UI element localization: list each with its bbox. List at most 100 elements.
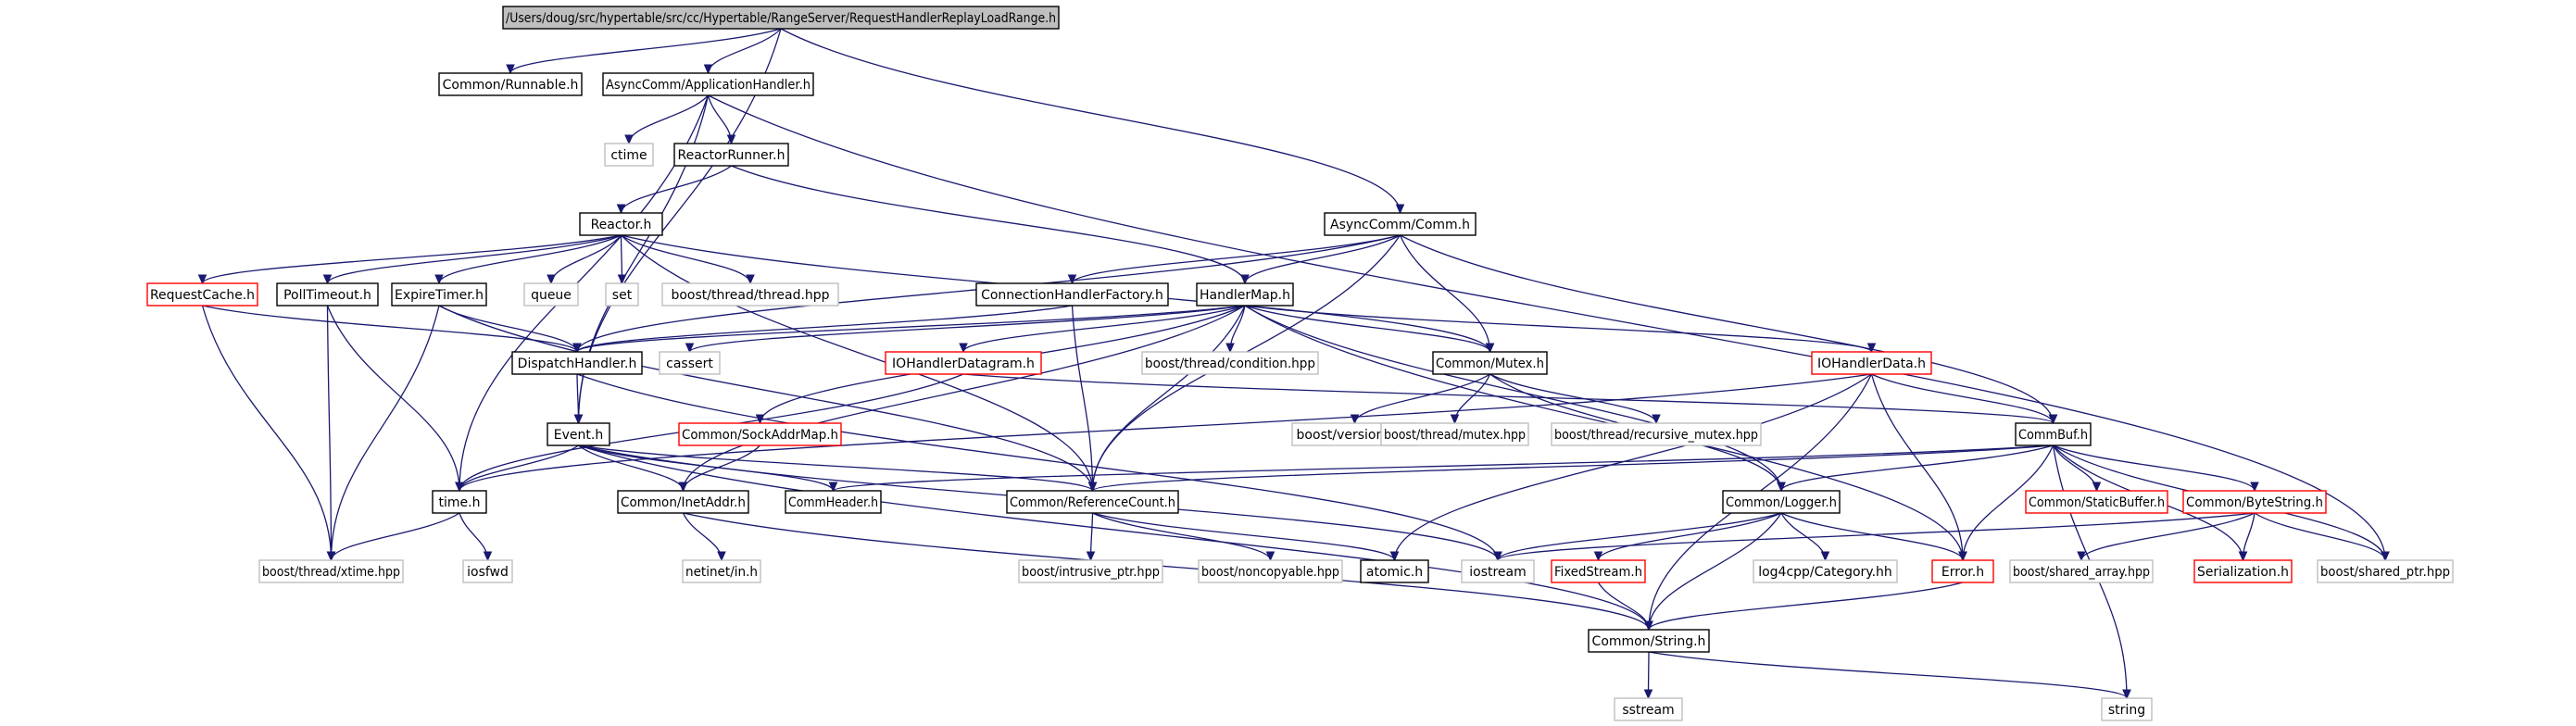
edge-line	[1497, 512, 1782, 561]
node-commbuf[interactable]: CommBuf.h	[2015, 422, 2092, 446]
edge-arrowhead	[2048, 414, 2058, 425]
node-serialization[interactable]: Serialization.h	[2193, 559, 2293, 583]
node-label: PollTimeout.h	[283, 288, 371, 303]
node-noncopyable: boost/noncopyable.hpp	[1198, 559, 1343, 583]
node-requestcache[interactable]: RequestCache.h	[146, 282, 258, 307]
edge-logger-to-iostream	[1493, 512, 1782, 562]
edge-line	[578, 444, 1094, 492]
node-handlermap[interactable]: HandlerMap.h	[1196, 282, 1294, 307]
edge-arrowhead	[322, 274, 333, 285]
node-label: cassert	[666, 357, 713, 371]
node-box	[682, 559, 761, 583]
node-sockaddrmap[interactable]: Common/SockAddrMap.h	[678, 422, 842, 446]
node-box	[2182, 490, 2327, 514]
edge-cstring-to-string	[1648, 651, 2131, 700]
edge-arrowhead	[1225, 343, 1235, 354]
edge-commbuf-to-staticbuffer	[2052, 444, 2102, 493]
edge-line	[1497, 512, 2256, 561]
edge-arrowhead	[685, 343, 695, 354]
edge-line	[1244, 234, 1401, 284]
node-box	[1141, 351, 1319, 375]
node-runnable[interactable]: Common/Runnable.h	[438, 72, 583, 96]
edge-mutex-to-bmutex	[1450, 373, 1491, 425]
edge-reactor-to-polltimeout	[322, 234, 622, 285]
node-label: queue	[531, 288, 572, 303]
edge-reactorrunner-to-handlermap	[731, 165, 1250, 285]
node-box	[1461, 559, 1535, 583]
node-timeh[interactable]: time.h	[432, 490, 487, 514]
edge-commbuf-to-refcount	[1087, 444, 2054, 493]
node-expiretimer[interactable]: ExpireTimer.h	[391, 282, 487, 307]
edge-refcount-to-intrusive	[1086, 512, 1096, 562]
node-iodata[interactable]: IOHandlerData.h	[1811, 351, 1932, 375]
edge-commbuf-to-commheader	[828, 444, 2054, 493]
node-event[interactable]: Event.h	[547, 422, 610, 446]
node-polltimeout[interactable]: PollTimeout.h	[276, 282, 379, 307]
node-box	[673, 143, 789, 167]
edge-root-to-apphandler	[703, 28, 782, 75]
node-refcount[interactable]: Common/ReferenceCount.h	[1006, 490, 1179, 514]
node-iodgram[interactable]: IOHandlerDatagram.h	[885, 351, 1042, 375]
node-mutex[interactable]: Common/Mutex.h	[1432, 351, 1548, 375]
edge-arrowhead	[1643, 689, 1653, 700]
node-label: atomic.h	[1366, 565, 1423, 580]
edge-line	[731, 165, 1246, 284]
edge-line	[576, 305, 1073, 353]
node-reactor[interactable]: Reactor.h	[579, 212, 663, 236]
edge-arrowhead	[1958, 551, 1967, 562]
nodes-layer: /Users/doug/src/hypertable/src/cc/Hypert…	[146, 6, 2454, 721]
edge-line	[1962, 444, 2055, 561]
node-label: Common/SockAddrMap.h	[682, 428, 838, 443]
edge-arrowhead	[1087, 482, 1098, 493]
node-label: boost/thread/mutex.hpp	[1384, 428, 1526, 443]
edge-line	[962, 305, 1246, 353]
edge-line	[682, 512, 723, 561]
node-condition: boost/thread/condition.hpp	[1141, 351, 1319, 375]
edge-polltimeout-to-timeh	[326, 305, 464, 493]
edge-requestcache-to-dispatch	[202, 305, 582, 354]
node-label: boost/thread/thread.hpp	[671, 288, 829, 303]
node-box	[1196, 282, 1294, 307]
node-label: AsyncComm/Comm.h	[1330, 218, 1470, 232]
node-root[interactable]: /Users/doug/src/hypertable/src/cc/Hypert…	[502, 6, 1060, 30]
node-sharedarray: boost/shared_array.hpp	[2009, 559, 2154, 583]
node-logger[interactable]: Common/Logger.h	[1722, 490, 1841, 514]
node-label: ConnectionHandlerFactory.h	[981, 288, 1163, 303]
node-label: RequestCache.h	[150, 288, 255, 303]
edge-line	[201, 305, 333, 561]
edge-handlermap-to-cassert	[685, 305, 1246, 354]
node-commheader[interactable]: CommHeader.h	[785, 490, 882, 514]
edge-line	[682, 305, 1246, 492]
node-label: string	[2108, 703, 2145, 718]
node-cstring[interactable]: Common/String.h	[1588, 629, 1710, 653]
edge-expiretimer-to-dispatch	[438, 305, 582, 354]
edge-arrowhead	[434, 274, 444, 285]
node-fixedstream[interactable]: FixedStream.h	[1551, 559, 1646, 583]
node-apphandler[interactable]: AsyncComm/ApplicationHandler.h	[602, 72, 814, 96]
node-bytestring[interactable]: Common/ByteString.h	[2182, 490, 2327, 514]
node-box	[1360, 559, 1429, 583]
edge-comm-to-mutex	[1399, 234, 1495, 354]
node-atomic[interactable]: atomic.h	[1360, 559, 1429, 583]
node-inetaddr[interactable]: Common/InetAddr.h	[617, 490, 749, 514]
node-label: iostream	[1469, 565, 1527, 580]
edge-handlermap-to-logger	[1244, 305, 1786, 493]
edge-arrowhead	[573, 414, 584, 425]
node-staticbuffer[interactable]: Common/StaticBuffer.h	[2025, 490, 2168, 514]
node-box	[785, 490, 882, 514]
node-error[interactable]: Error.h	[1931, 559, 1994, 583]
edge-handlermap-to-dispatch	[572, 305, 1246, 354]
node-label: ReactorRunner.h	[678, 148, 785, 163]
node-comm[interactable]: AsyncComm/Comm.h	[1324, 212, 1476, 236]
node-connfactory[interactable]: ConnectionHandlerFactory.h	[975, 282, 1169, 307]
node-reactorrunner[interactable]: ReactorRunner.h	[673, 143, 789, 167]
edge-commbuf-to-bytestring	[2053, 444, 2259, 493]
edge-line	[1244, 305, 1491, 353]
edge-arrowhead	[572, 343, 582, 354]
node-dispatch[interactable]: DispatchHandler.h	[511, 351, 643, 375]
edge-line	[459, 373, 964, 492]
edge-bytestring-to-serialization	[2238, 512, 2256, 562]
node-box	[678, 422, 842, 446]
edge-reactor-to-thread	[621, 234, 755, 285]
edge-line	[962, 373, 2055, 424]
